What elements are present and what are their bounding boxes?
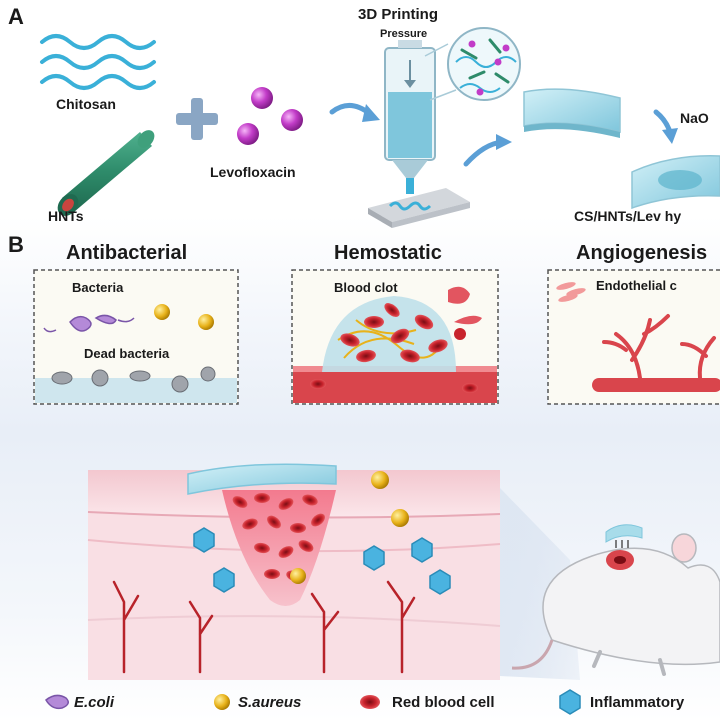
mouse-illustration [511, 524, 720, 676]
zoom-bubble [447, 27, 521, 101]
printed-scaffold [523, 88, 621, 138]
hnt-tube [57, 130, 155, 216]
bacteria-label: Bacteria [72, 280, 124, 295]
skin-cross-section [87, 463, 501, 680]
legend-rbc-label: Red blood cell [392, 694, 495, 711]
antibacterial-box [33, 269, 239, 405]
legend-rbc-icon [360, 695, 380, 709]
dead-bacteria-label: Dead bacteria [84, 346, 170, 361]
angiogenesis-title: Angiogenesis [576, 242, 708, 264]
blood-clot-label: Blood clot [334, 280, 398, 295]
angiogenesis-box [547, 269, 720, 405]
product-label: CS/HNTs/Lev hy [574, 208, 682, 224]
hemostatic-box [291, 269, 499, 405]
levofloxacin-label: Levofloxacin [210, 164, 296, 180]
legend-ecoli-icon [45, 694, 69, 710]
chitosan-strands [40, 34, 156, 90]
antibacterial-title: Antibacterial [66, 242, 188, 264]
chitosan-label: Chitosan [56, 96, 116, 112]
levofloxacin-molecules [237, 87, 303, 145]
panel-b-letter: B [8, 232, 24, 257]
arrow-3 [653, 109, 673, 135]
legend-inflammatory-label: Inflammatory [590, 694, 685, 711]
printer-syringe [384, 40, 436, 194]
endothelial-label: Endothelial c [596, 278, 677, 293]
legend-saureus-label: S.aureus [238, 694, 302, 711]
panel-a-letter: A [8, 4, 24, 29]
pressure-label: Pressure [380, 28, 428, 40]
hydrogel-product [631, 155, 720, 210]
legend-ecoli-label: E.coli [74, 694, 115, 711]
hemostatic-title: Hemostatic [334, 242, 442, 264]
plus-icon [176, 98, 218, 140]
legend-inflammatory-icon [559, 689, 581, 715]
hnts-label: HNTs [48, 208, 84, 224]
printing-label: 3D Printing [358, 6, 439, 23]
naoh-label: NaO [680, 110, 709, 126]
print-plate [368, 188, 470, 228]
legend-saureus-icon [214, 694, 230, 710]
